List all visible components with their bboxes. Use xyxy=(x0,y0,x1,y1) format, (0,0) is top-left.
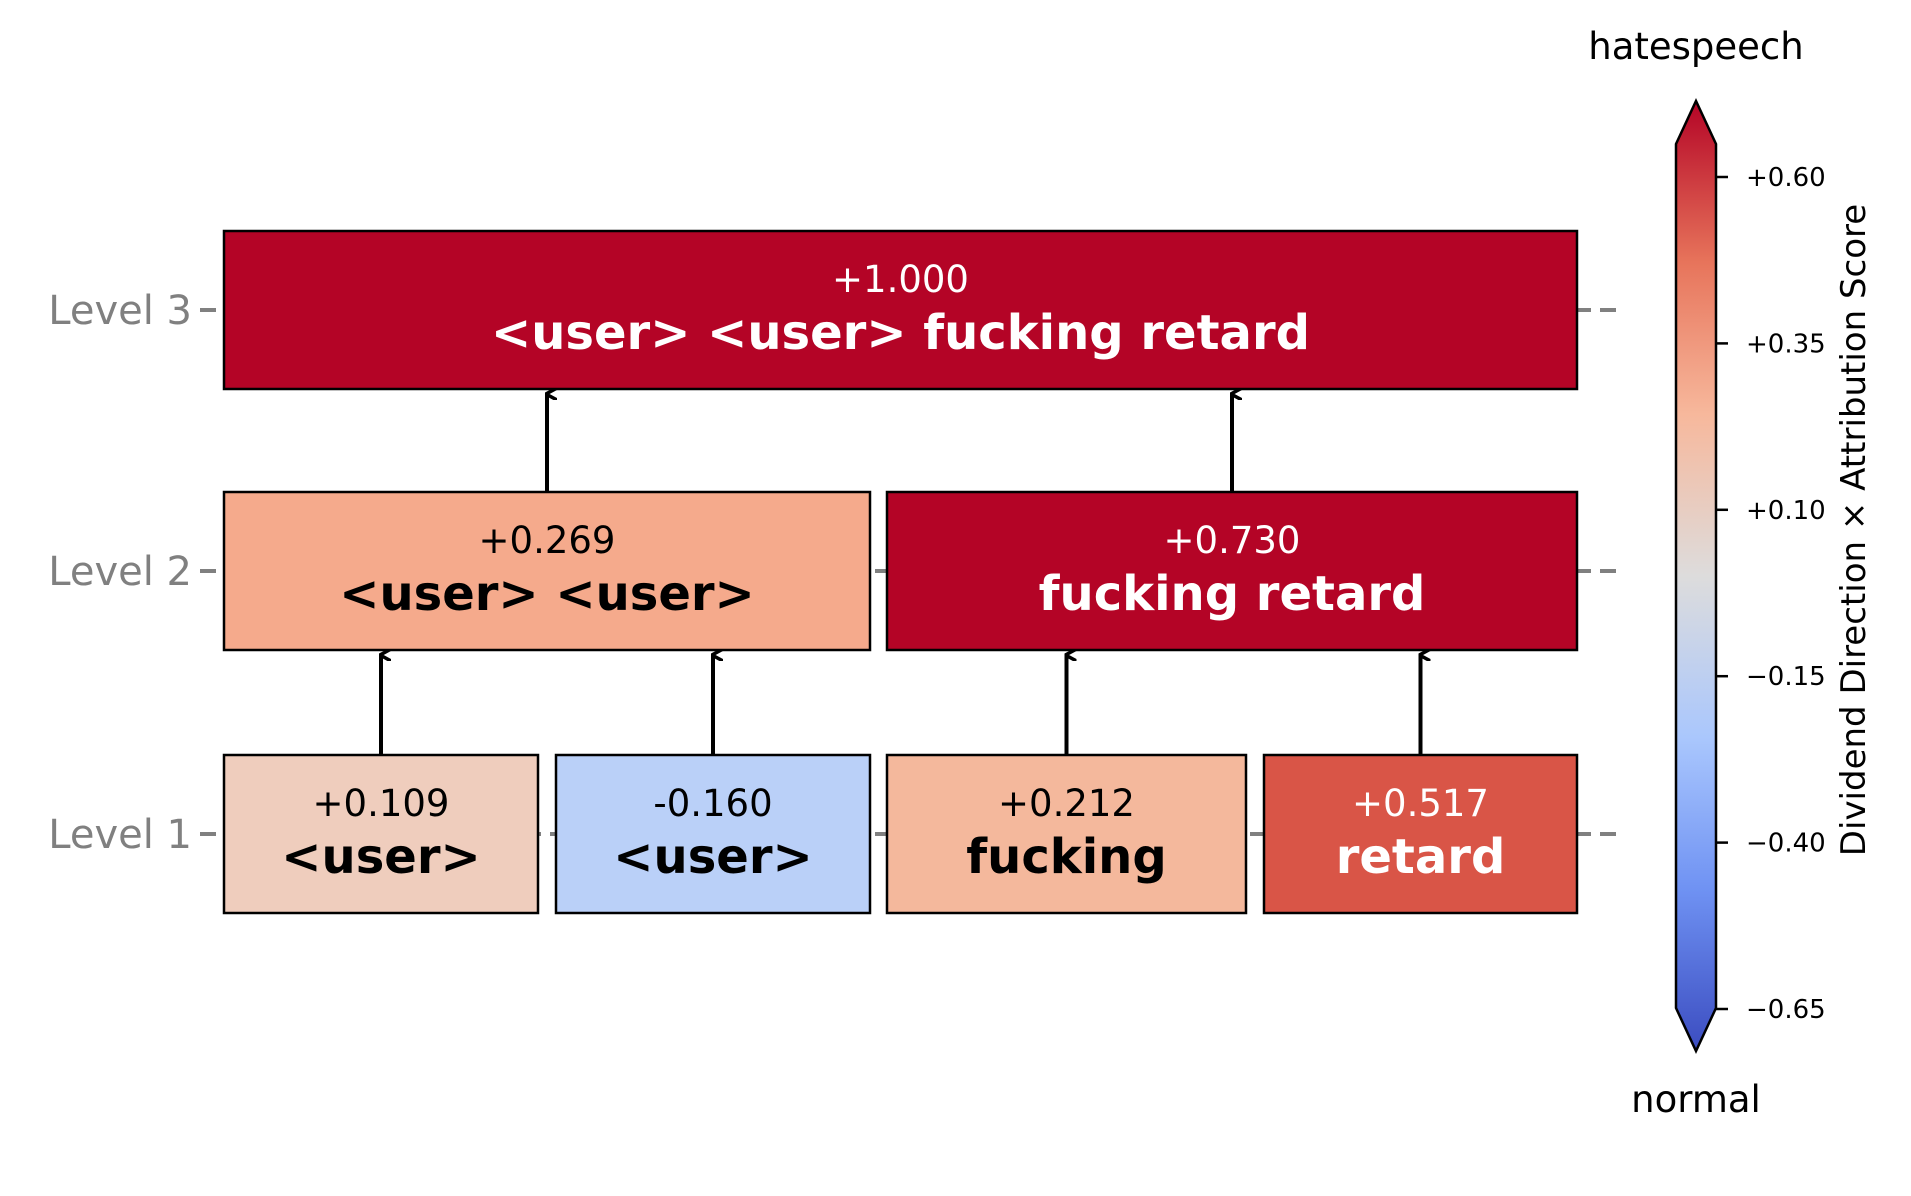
node-box xyxy=(554,753,872,915)
node-box xyxy=(1262,753,1579,915)
colorbar-tick-label: +0.10 xyxy=(1746,496,1826,526)
node-box xyxy=(885,753,1248,915)
node-score: +0.212 xyxy=(998,782,1135,825)
node-text: <user> <user> xyxy=(339,566,755,622)
colorbar-bottom-label: normal xyxy=(1631,1078,1761,1121)
colorbar: hatespeech +0.60 +0.35 +0.10 −0.15 −0.40 −0.6… xyxy=(1588,25,1874,1121)
colorbar-body xyxy=(1676,101,1716,1051)
level-labels: Level 1 Level 2 Level 3 xyxy=(48,288,192,858)
colorbar-tick-label: −0.15 xyxy=(1746,662,1826,692)
node-box xyxy=(222,490,872,652)
node-score: +0.269 xyxy=(479,519,616,562)
colorbar-ticks: +0.60 +0.35 +0.10 −0.15 −0.40 −0.65 xyxy=(1716,163,1826,1025)
node-score: +0.109 xyxy=(313,782,450,825)
node-text: <user> xyxy=(613,829,812,885)
node-l1-n2: -0.160<user> xyxy=(554,753,872,915)
node-score: -0.160 xyxy=(653,782,772,825)
colorbar-axis-label: Dividend Direction × Attribution Score xyxy=(1834,204,1874,856)
node-l3-n1: +1.000<user> <user> fucking retard xyxy=(222,229,1579,391)
node-score: +0.730 xyxy=(1164,519,1301,562)
node-l1-n1: +0.109<user> xyxy=(222,753,540,915)
colorbar-tick-label: +0.35 xyxy=(1746,329,1826,359)
level-label-3: Level 3 xyxy=(48,288,192,334)
colorbar-top-label: hatespeech xyxy=(1588,25,1803,68)
level-label-1: Level 1 xyxy=(48,812,192,858)
node-text: fucking xyxy=(966,829,1166,885)
node-box xyxy=(222,753,540,915)
node-box xyxy=(222,229,1579,391)
colorbar-tick-label: −0.40 xyxy=(1746,829,1826,859)
node-box xyxy=(885,490,1579,652)
node-text: retard xyxy=(1336,829,1506,885)
node-l2-n1: +0.269<user> <user> xyxy=(222,490,872,652)
node-text: <user> <user> fucking retard xyxy=(491,305,1310,361)
node-text: <user> xyxy=(281,829,480,885)
colorbar-tick-label: +0.60 xyxy=(1746,163,1826,193)
nodes: +0.109<user>-0.160<user>+0.212fucking+0.… xyxy=(222,229,1579,915)
node-score: +1.000 xyxy=(832,258,969,301)
node-text: fucking retard xyxy=(1039,566,1426,622)
level-label-2: Level 2 xyxy=(48,549,192,595)
node-score: +0.517 xyxy=(1352,782,1489,825)
colorbar-tick-label: −0.65 xyxy=(1746,995,1826,1025)
edges xyxy=(379,394,1421,755)
